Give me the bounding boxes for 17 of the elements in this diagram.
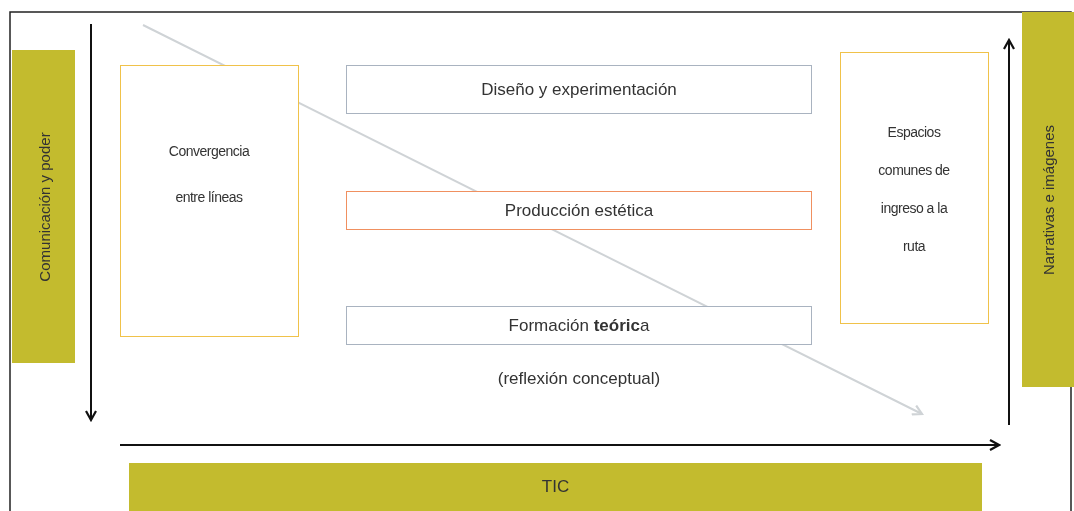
process-box xyxy=(120,65,299,337)
side-band xyxy=(1022,12,1074,387)
node-label: Narrativas e imágenes xyxy=(1039,124,1057,275)
process-box xyxy=(346,65,812,114)
node-label: Diseño y experimentación xyxy=(480,79,678,100)
process-box xyxy=(840,52,989,324)
side-band xyxy=(12,50,75,363)
node-label: Espacios comunes de ingreso a la ruta xyxy=(877,123,951,256)
note-text: (reflexión conceptual) xyxy=(497,369,661,389)
node-label: Comunicación y poder xyxy=(35,131,52,282)
node-label: Formación teórica xyxy=(507,315,651,336)
node-label: Producción estética xyxy=(503,200,655,221)
bottom-band xyxy=(129,463,982,511)
node-label: TIC xyxy=(540,477,571,497)
process-box xyxy=(346,306,812,345)
node-label: Convergencia entre líneas xyxy=(167,142,251,207)
process-box xyxy=(346,191,812,230)
